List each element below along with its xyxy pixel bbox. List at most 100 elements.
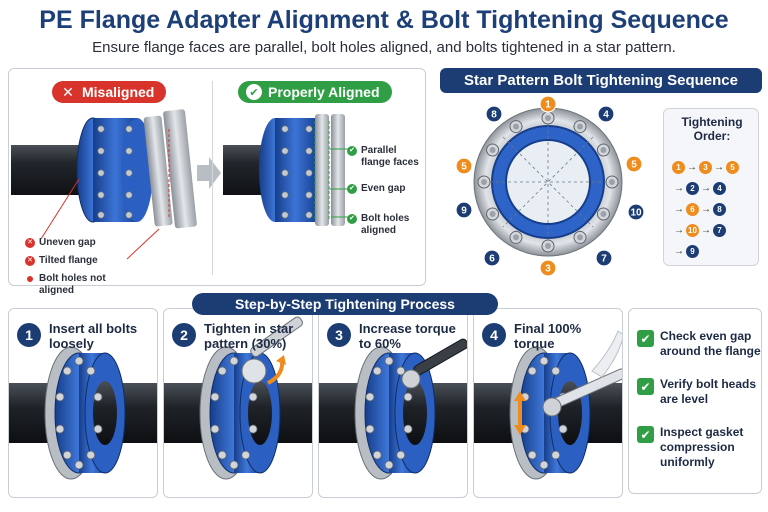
bullet-icon — [27, 276, 33, 282]
bolt-head-icon — [551, 450, 561, 460]
order-step-badge: 4 — [713, 181, 726, 195]
step-text: Insert all bolts loosely — [49, 321, 138, 351]
step-number: 3 — [327, 323, 351, 347]
checkbox-checked-icon: ✔ — [637, 426, 654, 443]
checklist-item: ✔ Inspect gasket compression uniformly — [637, 425, 761, 470]
bolt-head-icon — [229, 460, 239, 470]
bolt-head-icon — [396, 450, 406, 460]
checklist-item: ✔ Verify bolt heads are level — [637, 377, 761, 407]
bolt-head-icon — [539, 356, 549, 366]
arrow-right-icon: → — [701, 182, 711, 194]
bolt-number-badge: 1 — [539, 96, 557, 113]
misaligned-note-tilted-flange: ✕ Tilted flange — [25, 255, 98, 267]
bolt-head-icon — [396, 366, 406, 376]
arrow-right-icon: → — [701, 203, 711, 215]
svg-text:10: 10 — [630, 208, 642, 219]
page-subtitle: Ensure flange faces are parallel, bolt h… — [92, 39, 676, 56]
arrow-right-icon: → — [701, 224, 711, 236]
bolt-head-icon — [210, 392, 220, 402]
star-pattern-title: Star Pattern Bolt Tightening Sequence — [440, 68, 762, 93]
bolt-head-icon — [93, 424, 103, 434]
bolt-head-icon — [372, 366, 382, 376]
tightening-order-row: →9 — [672, 243, 699, 259]
order-step-badge: 6 — [686, 202, 699, 216]
order-step-badge: 10 — [686, 223, 699, 237]
step-number: 4 — [482, 323, 506, 347]
checkbox-checked-icon: ✔ — [637, 378, 654, 395]
svg-text:8: 8 — [491, 110, 497, 121]
bolt-head-icon — [217, 450, 227, 460]
bolt-head-icon — [384, 460, 394, 470]
bolt-number-badge: 3 — [539, 259, 557, 277]
tightening-order-row: 1→3→5 — [672, 159, 739, 175]
bolt-head-icon — [477, 175, 491, 189]
order-step-badge: 9 — [686, 244, 699, 258]
bolt-head-icon — [372, 450, 382, 460]
order-step-badge: 5 — [726, 160, 739, 174]
misaligned-flange-illustration — [11, 109, 197, 260]
bolt-head-icon — [74, 460, 84, 470]
bolt-head-icon — [210, 424, 220, 434]
bolt-head-icon — [62, 366, 72, 376]
bolt-head-icon — [241, 450, 251, 460]
bolt-number-badge: 8 — [485, 105, 503, 123]
tightening-order-title: Tightening Order: — [681, 115, 743, 143]
bolt-number-badge: 5 — [455, 157, 473, 175]
bolt-head-icon — [93, 392, 103, 402]
bolt-head-icon — [551, 366, 561, 376]
step-4-illustration — [474, 330, 622, 480]
page-title: PE Flange Adapter Alignment & Bolt Tight… — [39, 6, 729, 34]
svg-text:3: 3 — [545, 264, 551, 275]
tightening-order-row: →6→8 — [672, 201, 726, 217]
bolt-head-icon — [527, 366, 537, 376]
order-step-badge: 1 — [672, 160, 685, 174]
close-icon: ✕ — [25, 238, 35, 248]
misaligned-badge: ✕ Misaligned — [52, 81, 167, 103]
bolt-head-icon — [217, 366, 227, 376]
svg-text:9: 9 — [461, 206, 467, 217]
aligned-note-parallel-faces: ✔ Parallel flange faces — [347, 145, 423, 169]
bolt-head-icon — [248, 392, 258, 402]
svg-text:6: 6 — [489, 254, 495, 265]
bolt-number-badge: 9 — [455, 201, 473, 219]
bolt-head-icon — [248, 424, 258, 434]
aligned-flange-illustration — [223, 114, 349, 226]
step-text: Increase torque to 60% — [359, 321, 456, 351]
tightening-order-row: →2→4 — [672, 180, 726, 196]
bolt-head-icon — [365, 392, 375, 402]
svg-text:5: 5 — [461, 162, 467, 173]
svg-text:1: 1 — [545, 100, 551, 111]
misaligned-note-bolt-holes: Bolt holes not aligned — [27, 273, 107, 297]
bolt-number-badge: 10 — [627, 203, 645, 221]
step-card-1: 1 Insert all bolts loosely — [8, 308, 158, 498]
bolt-head-icon — [365, 424, 375, 434]
check-icon: ✔ — [246, 84, 262, 100]
torque-wrench-icon — [401, 338, 467, 389]
arrow-right-icon: → — [674, 182, 684, 194]
bolt-head-icon — [486, 207, 500, 221]
step-card-4: 4 Final 100% torque — [473, 308, 623, 498]
bolt-head-icon — [55, 392, 65, 402]
bolt-head-icon — [74, 356, 84, 366]
tightening-order-row: →10→7 — [672, 222, 726, 238]
arrow-right-icon: → — [674, 224, 684, 236]
bolt-head-icon — [509, 230, 523, 244]
step-card-3: 3 Increase torque to 60% — [318, 308, 468, 498]
check-icon: ✔ — [347, 214, 357, 224]
bolt-head-icon — [384, 356, 394, 366]
bolt-head-icon — [509, 120, 523, 134]
arrow-right-icon: → — [674, 203, 684, 215]
bolt-head-icon — [573, 230, 587, 244]
bolt-head-icon — [86, 450, 96, 460]
svg-text:5: 5 — [631, 160, 637, 171]
steps-title: Step-by-Step Tightening Process — [192, 293, 498, 315]
arrow-right-icon: → — [687, 161, 697, 173]
svg-text:7: 7 — [601, 254, 607, 265]
aligned-badge: ✔ Properly Aligned — [238, 81, 392, 103]
order-step-badge: 7 — [713, 223, 726, 237]
order-step-badge: 2 — [686, 181, 699, 195]
bolt-head-icon — [403, 424, 413, 434]
close-icon: ✕ — [62, 83, 74, 100]
bolt-head-icon — [527, 450, 537, 460]
bolt-head-icon — [229, 356, 239, 366]
